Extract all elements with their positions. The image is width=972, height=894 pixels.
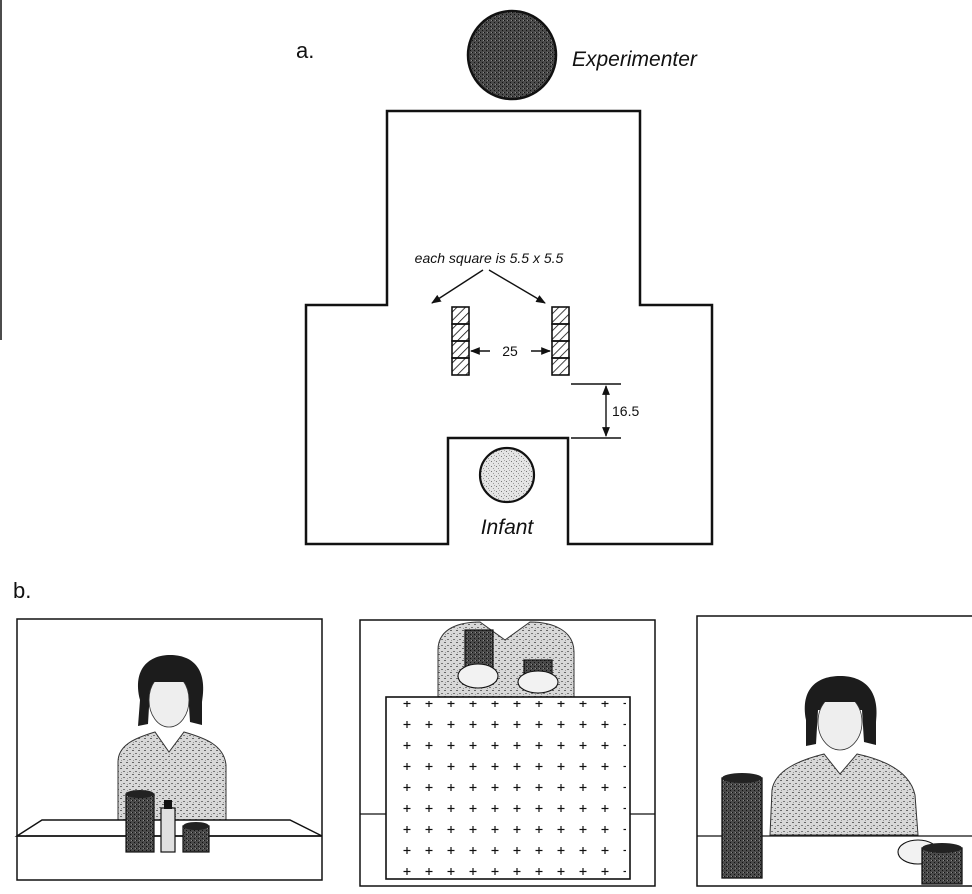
frame-3-face	[817, 693, 863, 751]
note-arrow-left	[431, 269, 484, 304]
experimenter-circle	[466, 9, 558, 101]
frame-3-short-cylinder-top	[922, 843, 962, 853]
gap-label: 25	[502, 343, 518, 359]
frame-2-screen-grid	[390, 701, 626, 875]
infant-circle	[478, 446, 536, 504]
table-outline	[304, 109, 714, 546]
right-square-2	[551, 323, 570, 342]
frame-2-hand-left	[457, 663, 499, 689]
frame-3-bangs	[817, 688, 863, 702]
left-square-4	[451, 357, 470, 376]
right-square-4	[551, 357, 570, 376]
frame-3-tall-cylinder-top	[722, 773, 762, 783]
photo-frame-2	[359, 619, 656, 887]
right-hatched-column	[551, 306, 570, 376]
right-square-1	[551, 306, 570, 325]
frame-1-bottle-cap	[164, 800, 172, 809]
left-square-1	[451, 306, 470, 325]
frame-3-tall-cylinder	[721, 777, 763, 879]
photo-frame-3	[696, 615, 972, 887]
infant-label: Infant	[481, 516, 535, 539]
left-square-2	[451, 323, 470, 342]
panel-a: a. Experimenter each square is 5.5 x 5.5…	[296, 9, 714, 546]
left-hatched-column	[451, 306, 470, 376]
frame-3-short-cylinder	[921, 847, 963, 885]
panel-b-label: b.	[13, 578, 31, 603]
frame-1-tall-cylinder	[125, 793, 155, 853]
distance-label: 16.5	[612, 403, 639, 419]
panel-a-label: a.	[296, 38, 314, 63]
experimenter-label: Experimenter	[572, 48, 698, 71]
frame-1-bottle	[160, 807, 176, 853]
frame-3-sweater	[769, 753, 919, 836]
frame-2-hand-right	[517, 670, 559, 694]
photo-frame-1	[14, 618, 323, 881]
note-arrow-right	[488, 269, 546, 304]
frame-1-short-cylinder-top	[183, 822, 209, 830]
square-size-note: each square is 5.5 x 5.5	[415, 250, 564, 266]
left-square-3	[451, 340, 470, 359]
right-square-3	[551, 340, 570, 359]
frame-1-bangs	[148, 668, 192, 682]
frame-1-tall-cylinder-top	[126, 790, 154, 798]
